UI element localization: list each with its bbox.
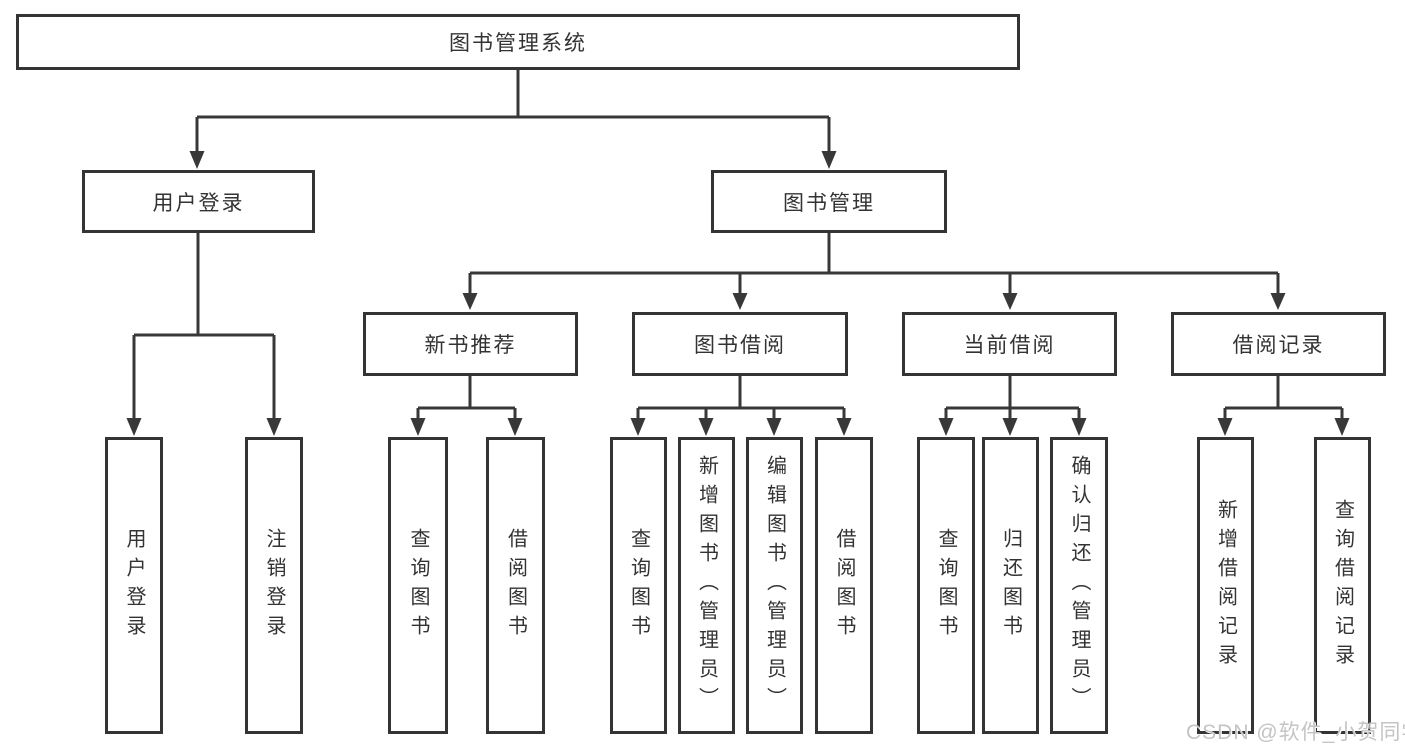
node-logout: 注销登录 xyxy=(245,437,303,734)
node-library-management-system: 图书管理系统 xyxy=(16,14,1020,70)
leaf-label: 查询图书 xyxy=(935,527,957,644)
connector-current-borrow-children xyxy=(938,376,1087,436)
leaf-label: 借阅图书 xyxy=(504,527,527,644)
node-borrow-books: 借阅图书 xyxy=(486,437,545,734)
leaf-label: 借阅图书 xyxy=(833,527,855,644)
leaf-label: 编辑图书（管理员） xyxy=(763,455,786,716)
node-add-books-admin: 新增图书（管理员） xyxy=(678,437,735,734)
connector-book-borrow-children xyxy=(630,376,852,436)
node-borrow-records: 借阅记录 xyxy=(1171,312,1386,376)
connector-user-login-children xyxy=(126,233,282,436)
node-new-book-recommend: 新书推荐 xyxy=(363,312,578,376)
leaf-label: 用户登录 xyxy=(123,527,145,644)
csdn-watermark: CSDN @软件_小贺同学 xyxy=(1186,721,1405,744)
node-user-login-leaf: 用户登录 xyxy=(105,437,163,734)
leaf-label: 查询图书 xyxy=(407,527,429,644)
node-book-management: 图书管理 xyxy=(711,170,947,233)
node-user-login: 用户登录 xyxy=(82,170,315,233)
connector-root-to-level2 xyxy=(189,70,837,169)
node-query-books: 查询图书 xyxy=(610,437,667,734)
connector-borrow-records-children xyxy=(1217,376,1350,436)
node-query-books: 查询图书 xyxy=(388,437,448,734)
connector-book-management-groups xyxy=(462,233,1286,310)
node-return-books: 归还图书 xyxy=(982,437,1039,734)
leaf-label: 查询图书 xyxy=(627,527,650,644)
node-current-borrow: 当前借阅 xyxy=(902,312,1117,376)
leaf-label: 新增图书（管理员） xyxy=(695,455,718,716)
leaf-label: 查询借阅记录 xyxy=(1331,498,1354,673)
leaf-label: 新增借阅记录 xyxy=(1214,498,1237,673)
leaf-label: 注销登录 xyxy=(263,527,285,644)
node-book-borrow: 图书借阅 xyxy=(632,312,848,376)
connector-new-book-children xyxy=(410,376,523,436)
leaf-label: 归还图书 xyxy=(999,527,1022,644)
leaf-label: 确认归还（管理员） xyxy=(1068,455,1090,716)
node-query-borrow-record: 查询借阅记录 xyxy=(1314,437,1371,734)
node-confirm-return-admin: 确认归还（管理员） xyxy=(1050,437,1108,734)
node-query-books: 查询图书 xyxy=(917,437,975,734)
node-borrow-books: 借阅图书 xyxy=(815,437,873,734)
node-add-borrow-record: 新增借阅记录 xyxy=(1197,437,1254,734)
node-edit-books-admin: 编辑图书（管理员） xyxy=(746,437,803,734)
